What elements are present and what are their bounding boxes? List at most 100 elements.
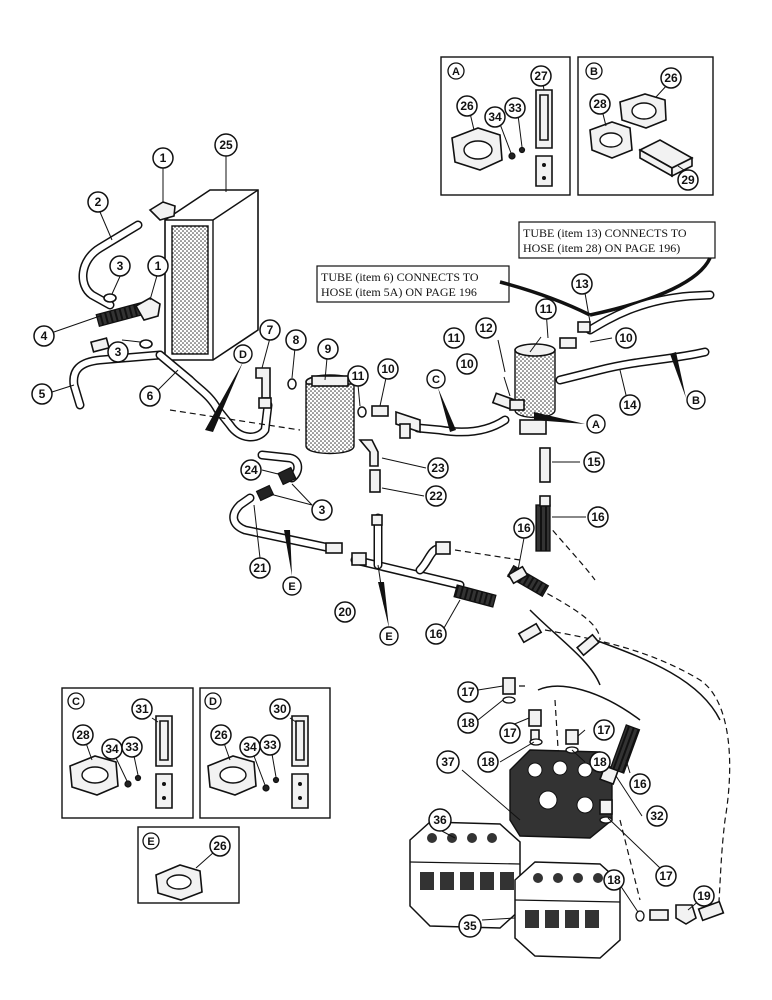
callout-number: 36	[433, 813, 447, 827]
letter-b: B	[686, 390, 706, 410]
callout-number: 4	[41, 329, 48, 343]
letter-e-2: E	[379, 626, 399, 646]
callout-number: 28	[593, 97, 607, 111]
callout-10-c: 10	[615, 327, 637, 349]
callout-number: 16	[429, 627, 443, 641]
callout-17-c: 17	[593, 719, 615, 741]
callout-7: 7	[259, 319, 281, 341]
inset-b-callout-26: 26	[660, 67, 682, 89]
inset-c-callout-33: 33	[121, 736, 143, 758]
callout-number: 33	[263, 738, 277, 752]
callout-number: 30	[273, 702, 287, 716]
callout-9: 9	[317, 338, 339, 360]
callout-4: 4	[33, 325, 55, 347]
callout-37: 37	[436, 750, 460, 774]
callout-36: 36	[428, 808, 452, 832]
inset-box-b: B 26 28 29	[577, 56, 714, 196]
callout-3-b: 3	[107, 341, 129, 363]
callout-16-c: 16	[425, 623, 447, 645]
callout-number: 33	[508, 101, 522, 115]
valve-36	[409, 821, 521, 929]
callout-number: 20	[338, 605, 352, 619]
callout-number: 9	[325, 342, 332, 356]
callout-number: 34	[488, 110, 502, 124]
callout-number: 17	[597, 723, 611, 737]
fittings-lower	[502, 677, 725, 925]
callout-18-c: 18	[589, 751, 611, 773]
callout-number: 19	[697, 889, 711, 903]
inset-box-d: D 30 26 34 33	[199, 687, 331, 819]
inset-a-callout-33: 33	[504, 97, 526, 119]
letter-callouts: D C A B E E	[233, 344, 706, 646]
callout-number: 3	[115, 345, 122, 359]
inset-box-a: A 27 26 34 33	[440, 56, 571, 196]
inset-a-callout-34: 34	[484, 106, 506, 128]
inset-c-callout-28: 28	[72, 724, 94, 746]
note-13-line1: TUBE (item 13) CONNECTS TO	[523, 226, 687, 240]
inset-a-callout-27: 27	[530, 65, 552, 87]
callout-number: E	[385, 631, 392, 643]
callout-number: 3	[117, 259, 124, 273]
letter-c: C	[426, 369, 446, 389]
inset-a-letter: A	[452, 66, 460, 78]
inset-c-callout-34: 34	[101, 738, 123, 760]
valve-37	[509, 749, 613, 839]
callout-1-mid: 1	[147, 255, 169, 277]
callout-16-d: 16	[629, 773, 651, 795]
callout-number: 35	[463, 919, 477, 933]
callout-number: 15	[587, 455, 601, 469]
callout-number: 14	[623, 398, 637, 412]
callout-12: 12	[475, 317, 497, 339]
callout-number: 10	[460, 357, 474, 371]
callout-number: 24	[244, 463, 258, 477]
callout-17-a: 17	[457, 681, 479, 703]
inset-e-callout-26: 26	[209, 835, 231, 857]
callout-number: 11	[448, 331, 461, 345]
callout-number: B	[692, 395, 700, 407]
callout-number: 18	[481, 755, 495, 769]
callout-11-b: 11	[535, 298, 557, 320]
callout-14: 14	[619, 394, 641, 416]
callout-2: 2	[87, 191, 109, 213]
callout-32: 32	[646, 805, 668, 827]
callout-15: 15	[583, 451, 605, 473]
callout-number: 18	[593, 755, 607, 769]
callout-18-d: 18	[603, 869, 625, 891]
callout-number: 26	[213, 839, 227, 853]
callout-number: 34	[243, 740, 257, 754]
callout-8: 8	[285, 329, 307, 351]
inset-c-letter: C	[72, 696, 80, 708]
callout-number: D	[239, 349, 247, 361]
callout-number: 26	[460, 99, 474, 113]
inset-c-callout-31: 31	[131, 698, 153, 720]
callout-number: 13	[575, 277, 589, 291]
letter-e-1: E	[282, 576, 302, 596]
callout-3-a: 3	[109, 255, 131, 277]
callout-number: 16	[633, 777, 647, 791]
callout-number: C	[432, 374, 440, 386]
callout-17-b: 17	[499, 722, 521, 744]
callout-6: 6	[139, 385, 161, 407]
inset-d-callout-26: 26	[210, 724, 232, 746]
callout-number: 33	[125, 740, 139, 754]
inset-d-callout-30: 30	[269, 698, 291, 720]
inset-d-letter: D	[209, 696, 217, 708]
callout-35: 35	[458, 914, 482, 938]
valve-35	[514, 861, 621, 959]
callout-number: 29	[681, 173, 695, 187]
inset-a-callout-26: 26	[456, 95, 478, 117]
callout-17-d: 17	[655, 865, 677, 887]
callout-number: 17	[503, 726, 517, 740]
oil-cooler	[164, 189, 259, 361]
inset-b-letter: B	[590, 66, 598, 78]
callout-number: 27	[534, 69, 548, 83]
inset-b-callout-28: 28	[589, 93, 611, 115]
callout-18-b: 18	[477, 751, 499, 773]
callout-11-c: 11	[443, 327, 465, 349]
callout-18-a: 18	[457, 712, 479, 734]
inset-box-c: C 31 28 34 33	[61, 687, 194, 819]
callout-22: 22	[425, 485, 447, 507]
callout-number: 3	[319, 503, 326, 517]
